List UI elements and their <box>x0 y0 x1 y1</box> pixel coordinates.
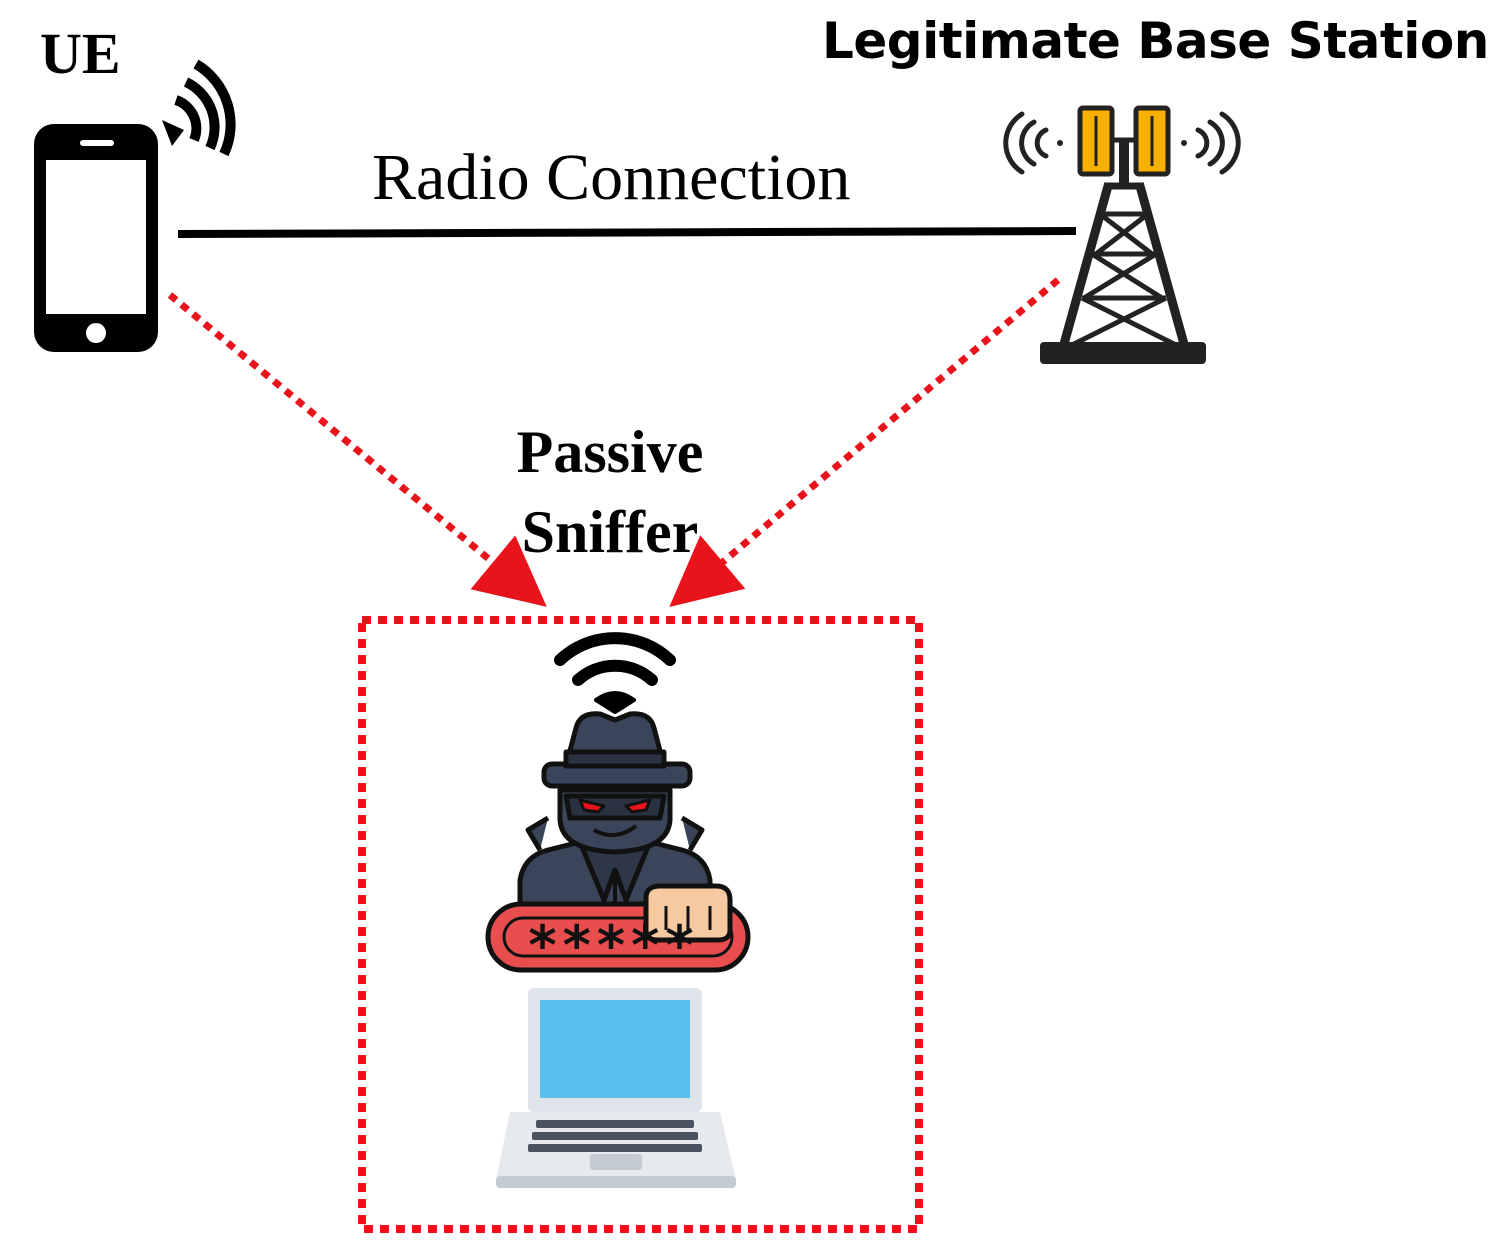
radio-connection-label: Radio Connection <box>372 141 851 214</box>
hand-icon <box>643 883 733 943</box>
laptop-icon <box>496 988 736 1188</box>
wifi-icon <box>554 632 676 714</box>
passive-sniffer-label: Passive Sniffer <box>460 412 760 572</box>
base-station-label: Legitimate Base Station <box>822 12 1489 70</box>
basestation-to-sniffer-arrow <box>669 277 1061 608</box>
phone-signal-icon <box>162 59 236 157</box>
sniffer-label-line2: Sniffer <box>521 499 699 565</box>
sniffer-box <box>358 616 923 1233</box>
ue-to-sniffer-arrow <box>167 292 547 607</box>
radio-connection-line <box>177 227 1077 238</box>
sniffer-label-line1: Passive <box>516 419 704 485</box>
ue-label: UE <box>40 21 121 86</box>
smartphone-icon <box>34 124 158 352</box>
cell-tower-icon <box>1003 105 1241 364</box>
